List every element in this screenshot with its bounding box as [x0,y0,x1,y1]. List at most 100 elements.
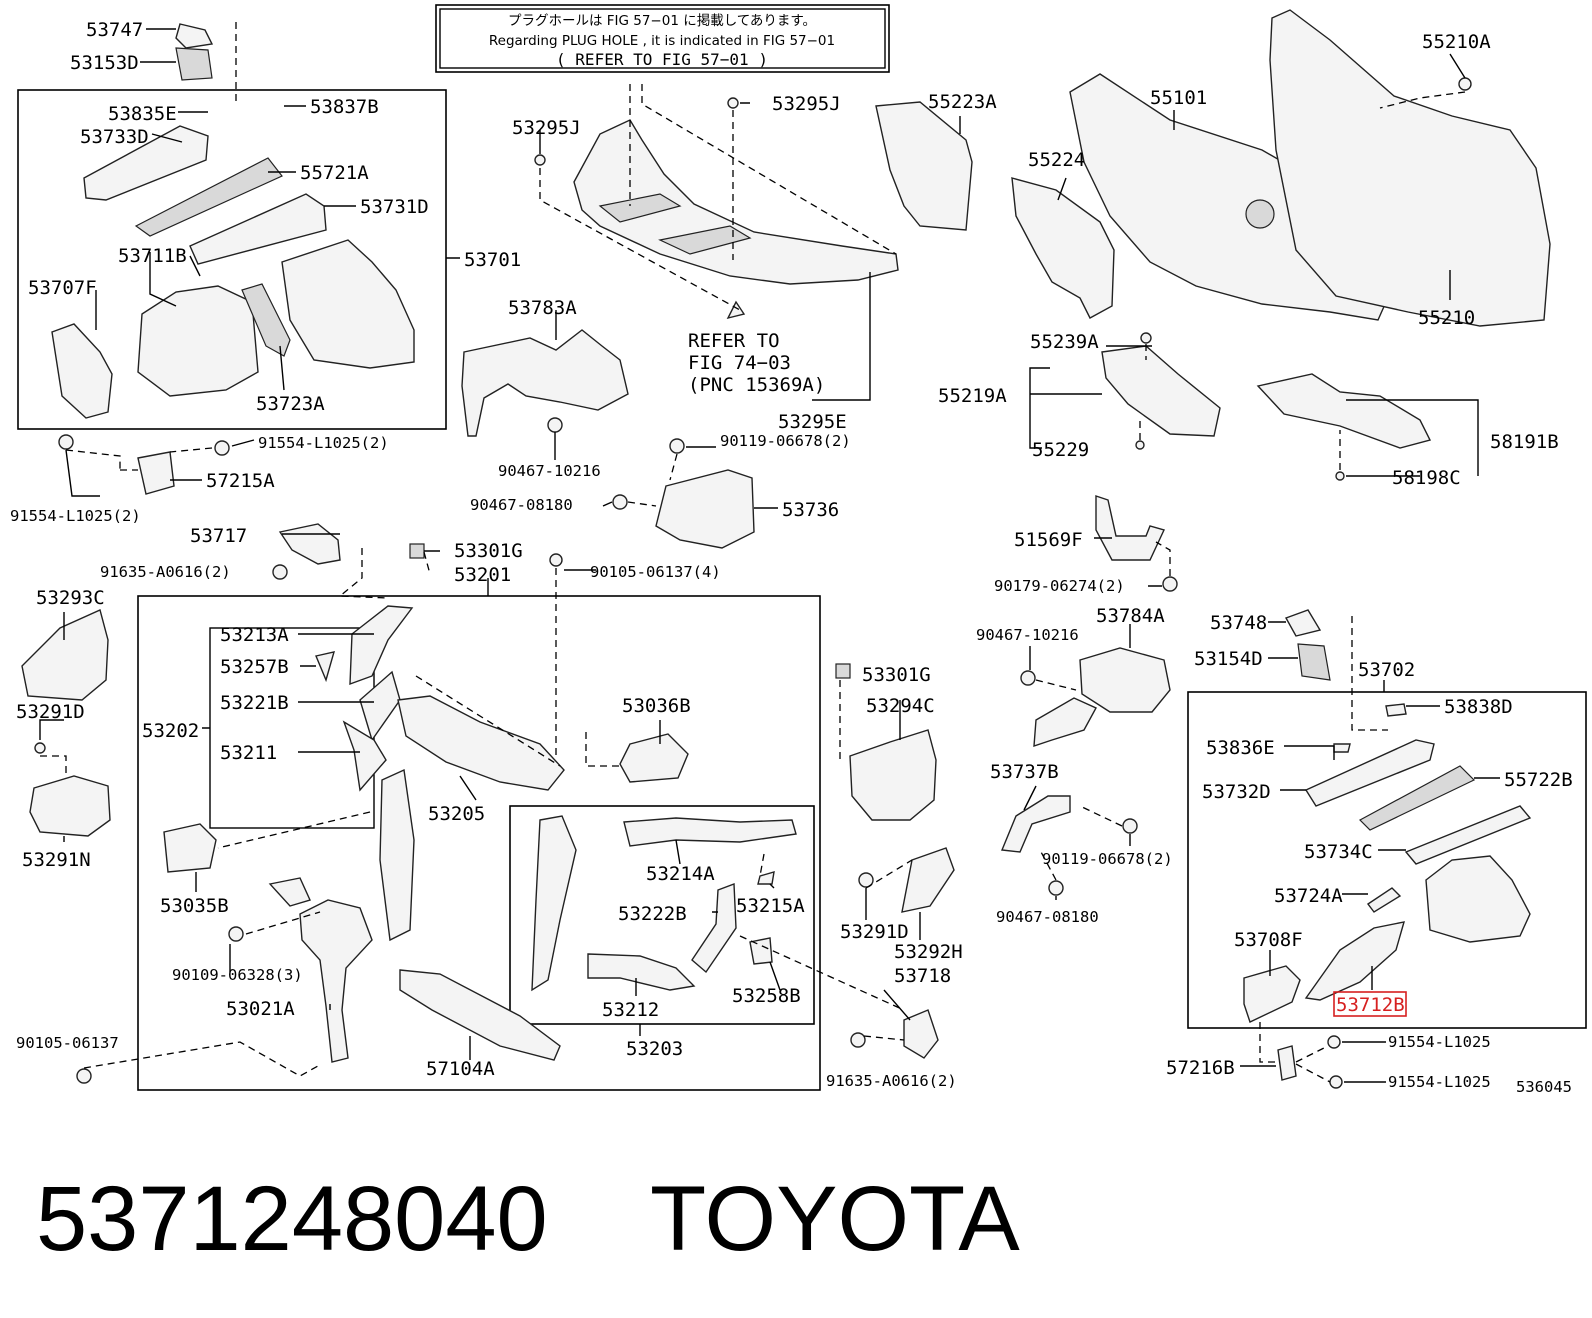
label-55721A: 55721A [300,162,369,184]
label-53221B: 53221B [220,692,289,714]
label-90467-08180-right: 90467-08180 [996,908,1099,926]
label-53294C: 53294C [866,695,935,717]
bolt-53291D-right-icon [858,872,874,888]
bolt-90467-10216-right-icon [1020,670,1036,686]
label-53835E: 53835E [108,103,177,125]
group-53701-dashlines [65,22,237,471]
label-53838D: 53838D [1444,696,1513,718]
part-53708F-shape [1243,965,1301,1023]
part-53215A-shape [757,871,775,885]
bolt-90179-icon [1162,576,1178,592]
label-90467-10216-top: 90467-10216 [498,462,601,480]
label-55224: 55224 [1028,149,1085,171]
label-55101: 55101 [1150,87,1207,109]
label-90467-10216-right: 90467-10216 [976,626,1079,644]
part-53036B-shape [619,733,689,783]
plug-hole-notice: プラグホールは FIG 57−01 に掲載してあります。 Regarding P… [435,4,890,73]
label-53718: 53718 [894,965,951,987]
group-53702: 53748 53154D 53702 53838D 53836E 53732D … [1166,609,1587,1096]
part-53734C-shape [1404,805,1532,865]
part-53707F-shape [51,323,113,419]
label-53291D-left: 53291D [16,701,85,723]
label-55722B: 55722B [1504,769,1573,791]
label-53154D: 53154D [1194,648,1263,670]
label-55229: 55229 [1032,439,1089,461]
part-58191B-shape [1256,373,1432,449]
label-53292H: 53292H [894,941,963,963]
label-53301G-right: 53301G [862,664,931,686]
part-53724A-shape [1366,887,1402,913]
label-53723A: 53723A [256,393,325,415]
part-53731D-shape [189,193,327,265]
label-53301G-top: 53301G [454,540,523,562]
label-58191B: 58191B [1490,431,1559,453]
bolt-91554-lower-icon [1329,1075,1343,1089]
part-53295E-vents [598,193,752,255]
label-53295J-left: 53295J [512,117,581,139]
part-53292H-shape [901,847,955,913]
part-53153D-shape [175,47,213,81]
label-53201: 53201 [454,564,511,586]
part-55223A-shape [875,101,973,231]
label-53153D: 53153D [70,52,139,74]
label-90105-06137-left: 90105-06137 [16,1034,119,1052]
part-53205-pillar-shape [379,768,415,942]
label-57215A: 57215A [206,470,275,492]
bolt-91635-top-icon [272,564,288,580]
part-53736-shape [655,469,755,549]
part-53838D-shape [1385,703,1407,717]
label-53837B: 53837B [310,96,379,118]
part-53214A-shape [623,817,797,847]
label-53212: 53212 [602,999,659,1021]
caption-brand: TOYOTA [650,1168,1020,1270]
clip-53295J-right-icon [727,97,739,109]
label-53724A: 53724A [1274,885,1343,907]
refer-line-3: (PNC 15369A) [688,374,825,396]
group-53701-leaders [65,28,460,497]
part-53294C-shape [849,729,937,821]
label-53202: 53202 [142,720,199,742]
part-53203-pillar-shape [531,815,577,992]
label-53737B: 53737B [990,761,1059,783]
label-53035B: 53035B [160,895,229,917]
label-53734C: 53734C [1304,841,1373,863]
clip-53291D-left-icon [34,742,46,754]
notice-refer: ( REFER TO FIG 57−01 ) [556,50,768,69]
notice-english: Regarding PLUG HOLE , it is indicated in… [489,33,835,49]
notice-japanese: プラグホールは FIG 57−01 に掲載してあります。 [508,13,816,29]
group-53702-dashlines [1259,616,1388,1083]
label-53258B: 53258B [732,985,801,1007]
label-53783A: 53783A [508,297,577,319]
label-53203: 53203 [626,1038,683,1060]
part-53711B-shape [137,285,259,397]
part-53035B-shape [163,823,217,873]
clip-55210A-icon [1458,77,1472,91]
part-53747-shape [175,23,214,49]
bolt-91554-upper-icon [1327,1035,1341,1049]
label-90109-06328-3: 90109-06328(3) [172,966,303,984]
label-53732D: 53732D [1202,781,1271,803]
part-53213A-shape [349,605,414,686]
part-53734C-panel-shape [1425,855,1531,943]
label-53747: 53747 [86,19,143,41]
part-53732D-shape [1304,739,1435,807]
part-53293C-shape [21,609,109,701]
group-53203-frame [509,805,815,1025]
part-53154D-shape [1297,643,1331,681]
label-53214A: 53214A [646,863,715,885]
part-57216B-shape [1277,1045,1297,1081]
bolt-91554-icon [58,434,74,450]
notice-inner-frame [439,8,886,69]
part-51569F-shape [1095,495,1165,561]
group-53201: 53717 53301G 91635-A0616(2) 53201 90105-… [16,523,963,1091]
part-53291N-shape [29,775,111,837]
label-53036B: 53036B [622,695,691,717]
clip-55239A-icon [1140,332,1152,344]
label-53708F: 53708F [1234,929,1303,951]
bolt-90119-icon [669,438,685,454]
group-right-middle-dashlines [1035,541,1171,881]
part-53258B-shape [749,937,773,965]
label-53291D-right: 53291D [840,921,909,943]
refer-line-2: FIG 74−03 [688,352,791,374]
